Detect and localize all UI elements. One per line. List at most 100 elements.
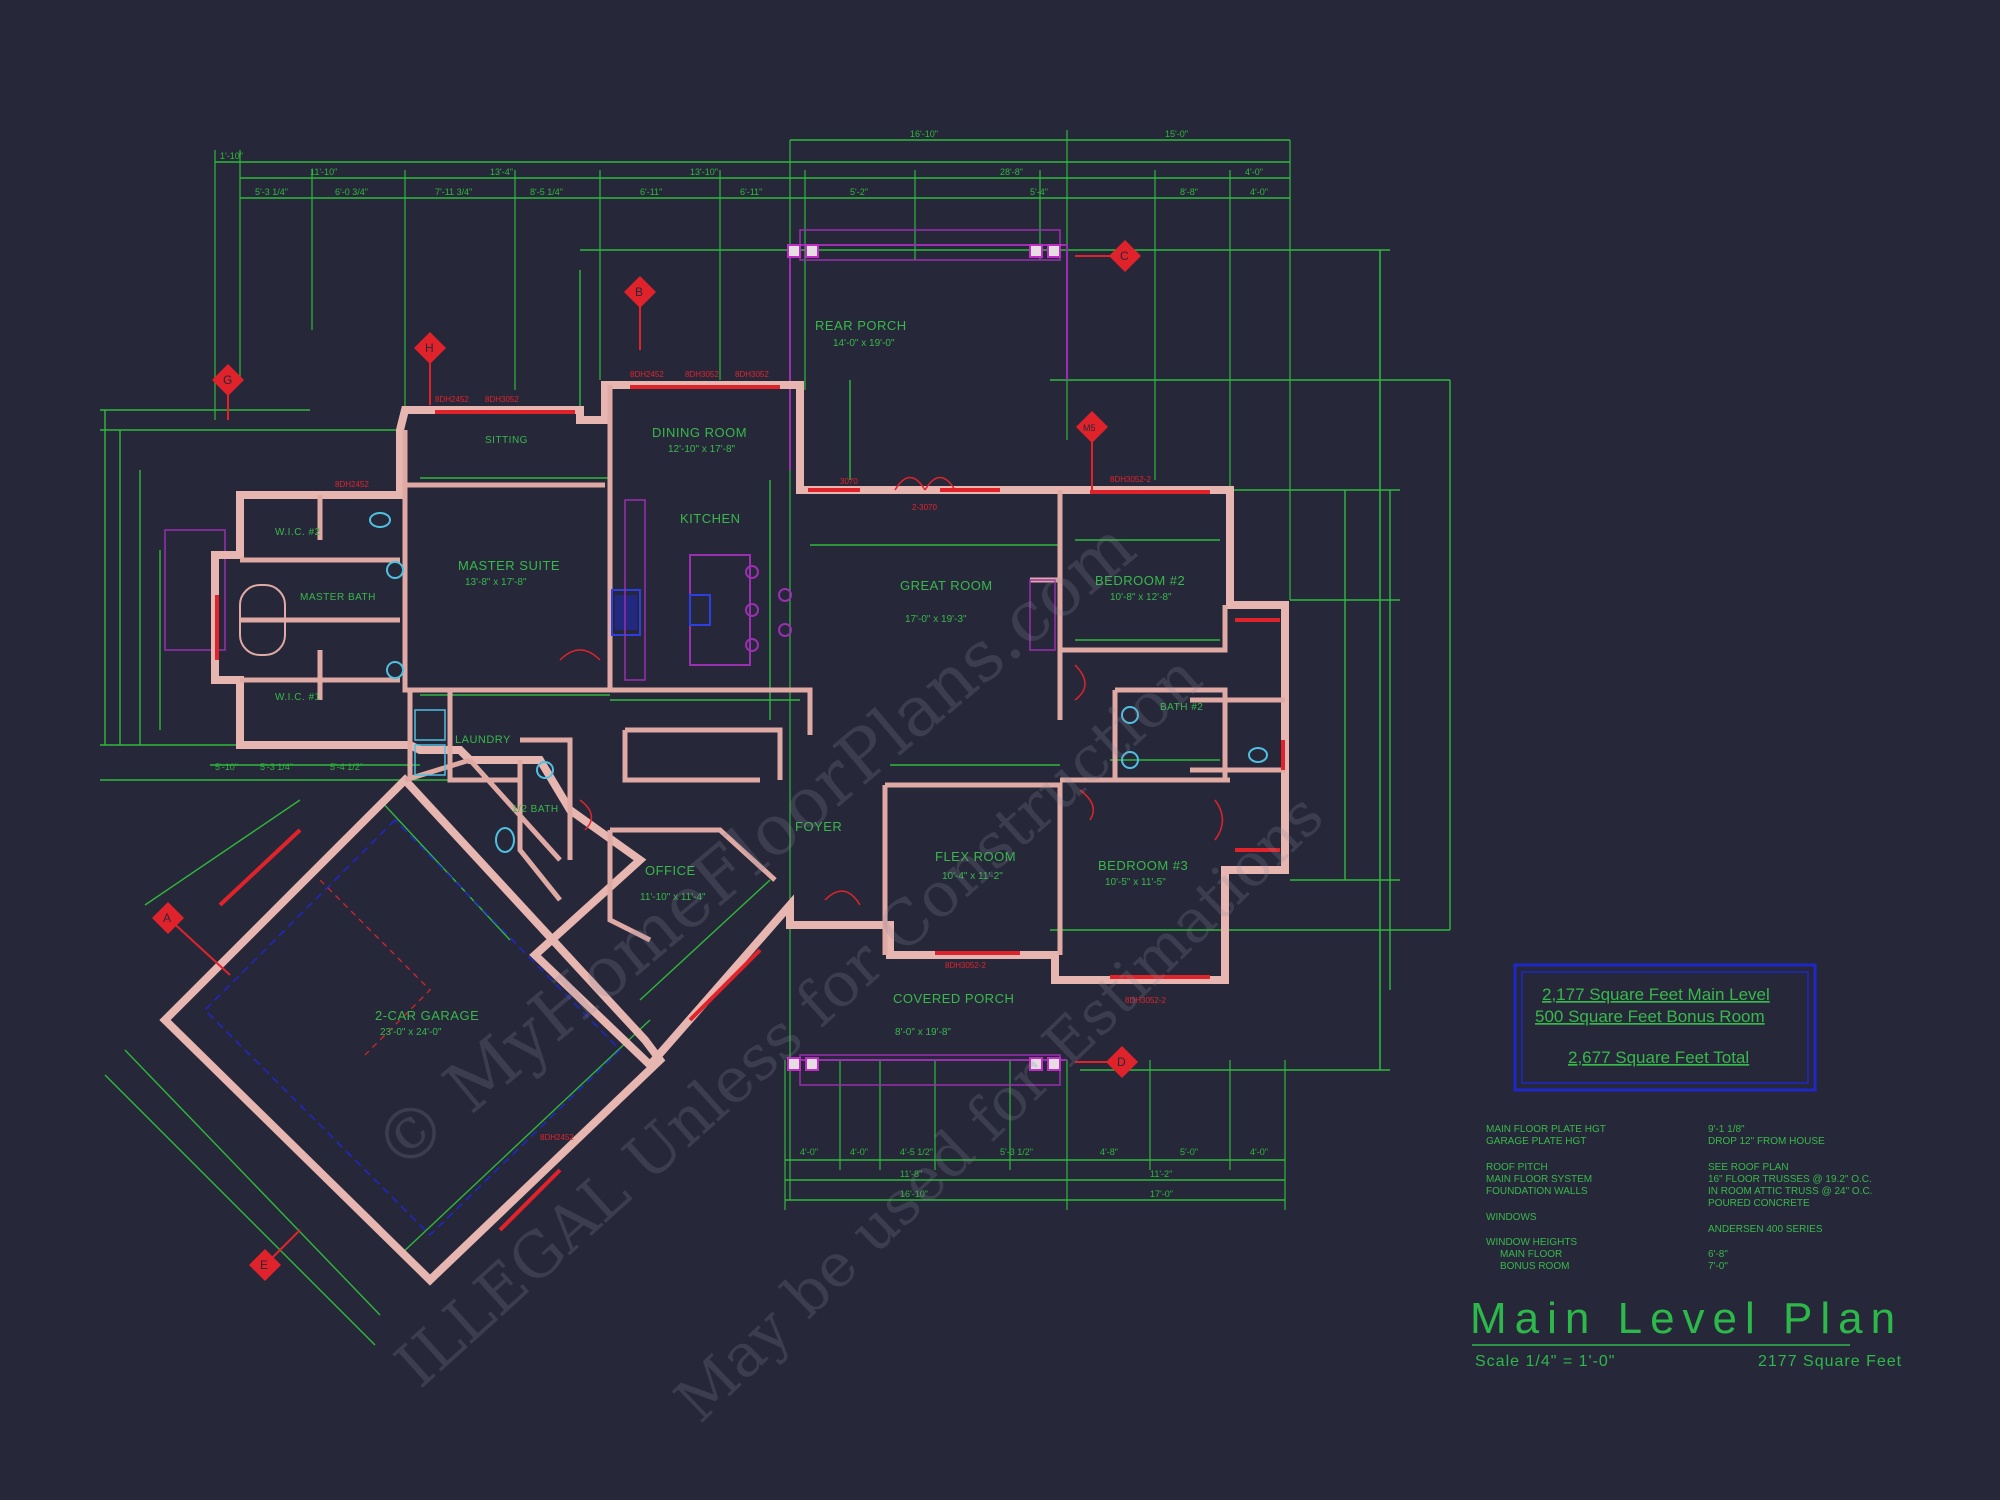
plan-title: Main Level Plan <box>1470 1294 1903 1343</box>
plan-area: 2177 Square Feet <box>1758 1353 1902 1370</box>
fixtures <box>239 476 1268 906</box>
svg-text:5'-4 1/2": 5'-4 1/2" <box>330 762 363 772</box>
room-garage: 2-CAR GARAGE <box>375 1008 479 1023</box>
plan-scale: Scale 1/4" = 1'-0" <box>1475 1353 1615 1370</box>
room-bedroom-3: BEDROOM #3 <box>1098 858 1188 873</box>
svg-text:9'-1 1/8": 9'-1 1/8" <box>1708 1124 1745 1135</box>
svg-text:15'-0": 15'-0" <box>1165 129 1188 139</box>
svg-text:MAIN FLOOR PLATE HGT: MAIN FLOOR PLATE HGT <box>1486 1124 1606 1135</box>
window-label: 8DH3052 <box>685 370 719 379</box>
svg-text:28'-8": 28'-8" <box>1000 167 1023 177</box>
svg-text:10'-4" x 11'-2": 10'-4" x 11'-2" <box>942 871 1003 882</box>
svg-text:8'-5 1/4": 8'-5 1/4" <box>530 187 563 197</box>
svg-text:13'-4": 13'-4" <box>490 167 513 177</box>
svg-text:8'-0" x 19'-8": 8'-0" x 19'-8" <box>895 1027 951 1038</box>
section-markers: A B C D E G H M5 <box>152 240 1141 1281</box>
room-office: OFFICE <box>645 863 696 878</box>
room-wic-2: W.I.C. #2 <box>275 527 321 538</box>
svg-text:5'-3 1/2": 5'-3 1/2" <box>1000 1147 1033 1157</box>
section-tag-g: G <box>212 364 244 420</box>
svg-text:23'-0" x 24'-0": 23'-0" x 24'-0" <box>380 1027 442 1038</box>
window-label: 8DH2452 <box>540 1133 574 1142</box>
svg-text:4'-8": 4'-8" <box>1100 1147 1118 1157</box>
room-rear-porch: REAR PORCH <box>815 318 907 333</box>
svg-text:10'-8" x 12'-8": 10'-8" x 12'-8" <box>1110 592 1172 603</box>
window-label: 8DH3052 <box>735 370 769 379</box>
section-tag-c: C <box>1075 240 1141 272</box>
svg-text:4'-0": 4'-0" <box>1250 1147 1268 1157</box>
svg-text:16'-10": 16'-10" <box>910 129 938 139</box>
svg-text:17'-0": 17'-0" <box>1150 1189 1173 1199</box>
room-master-bath: MASTER BATH <box>300 592 376 603</box>
section-tag-h: H <box>414 332 446 405</box>
section-tag-m5: M5 <box>1076 411 1108 490</box>
svg-text:D: D <box>1117 1055 1126 1069</box>
svg-text:GARAGE PLATE HGT: GARAGE PLATE HGT <box>1486 1136 1586 1147</box>
section-tag-a: A <box>152 902 231 976</box>
svg-text:4'-0": 4'-0" <box>850 1147 868 1157</box>
svg-text:11'-2": 11'-2" <box>1150 1169 1172 1179</box>
room-great-room: GREAT ROOM <box>900 578 993 593</box>
title-block: Main Level Plan Scale 1/4" = 1'-0" 2177 … <box>1470 1294 1903 1370</box>
svg-text:SEE ROOF PLAN: SEE ROOF PLAN <box>1708 1162 1789 1173</box>
svg-text:WINDOW HEIGHTS: WINDOW HEIGHTS <box>1486 1237 1577 1248</box>
svg-text:G: G <box>223 373 232 387</box>
window-label: 8DH3052 <box>485 395 519 404</box>
dimension-lines <box>100 130 1451 1346</box>
svg-text:13'-10": 13'-10" <box>690 167 718 177</box>
porch-outlines <box>164 229 1068 1086</box>
window-label: 8DH3052-2 <box>1125 996 1166 1005</box>
svg-text:5'-2": 5'-2" <box>850 187 868 197</box>
svg-text:POURED CONCRETE: POURED CONCRETE <box>1708 1198 1810 1209</box>
svg-text:E: E <box>260 1258 268 1272</box>
svg-text:5'-10": 5'-10" <box>215 762 238 772</box>
svg-text:12'-10" x 17'-8": 12'-10" x 17'-8" <box>668 444 736 455</box>
svg-text:6'-0 3/4": 6'-0 3/4" <box>335 187 368 197</box>
svg-text:17'-0" x 19'-3": 17'-0" x 19'-3" <box>905 614 967 625</box>
room-covered-porch: COVERED PORCH <box>893 991 1014 1006</box>
door-label: 2-3070 <box>912 503 937 512</box>
svg-text:5'-3 1/4": 5'-3 1/4" <box>255 187 288 197</box>
window-label: 8DH2452 <box>630 370 664 379</box>
svg-text:14'-0" x 19'-0": 14'-0" x 19'-0" <box>833 338 895 349</box>
svg-text:MAIN FLOOR: MAIN FLOOR <box>1500 1249 1562 1260</box>
room-laundry: LAUNDRY <box>455 734 511 746</box>
section-tag-e: E <box>249 1229 301 1281</box>
svg-text:4'-0": 4'-0" <box>1245 167 1263 177</box>
area-bonus-room: 500 Square Feet Bonus Room <box>1535 1007 1765 1026</box>
svg-text:5'-4": 5'-4" <box>1030 187 1048 197</box>
room-bedroom-2: BEDROOM #2 <box>1095 573 1185 588</box>
room-labels: REAR PORCH 14'-0" x 19'-0" DINING ROOM 1… <box>275 318 1203 1038</box>
svg-text:16'-10": 16'-10" <box>900 1189 928 1199</box>
svg-text:11'-10": 11'-10" <box>310 167 337 177</box>
svg-text:6'-11": 6'-11" <box>740 187 762 197</box>
svg-text:11'-8": 11'-8" <box>900 1169 922 1179</box>
svg-text:4'-5 1/2": 4'-5 1/2" <box>900 1147 933 1157</box>
room-foyer: FOYER <box>795 819 842 834</box>
svg-text:B: B <box>635 285 643 299</box>
svg-text:8'-8": 8'-8" <box>1180 187 1198 197</box>
svg-text:13'-8" x 17'-8": 13'-8" x 17'-8" <box>465 577 527 588</box>
svg-text:ROOF PITCH: ROOF PITCH <box>1486 1162 1548 1173</box>
area-total: 2,677 Square Feet Total <box>1568 1048 1749 1067</box>
room-kitchen: KITCHEN <box>680 511 741 526</box>
room-master-suite: MASTER SUITE <box>458 558 560 573</box>
svg-text:WINDOWS: WINDOWS <box>1486 1212 1537 1223</box>
room-flex: FLEX ROOM <box>935 849 1016 864</box>
svg-text:4'-0": 4'-0" <box>800 1147 818 1157</box>
section-tag-b: B <box>624 276 656 350</box>
door-label: 3070 <box>840 477 858 486</box>
svg-text:FOUNDATION WALLS: FOUNDATION WALLS <box>1486 1186 1588 1197</box>
window-label: 8DH3052-2 <box>945 961 986 970</box>
room-dining: DINING ROOM <box>652 425 747 440</box>
svg-text:A: A <box>163 911 171 925</box>
svg-text:7'-0": 7'-0" <box>1708 1261 1728 1272</box>
svg-text:5'-3 1/4": 5'-3 1/4" <box>260 762 293 772</box>
svg-text:6'-11": 6'-11" <box>640 187 662 197</box>
watermark: © MyHomeFloorPlans.com ILLEGAL Unless fo… <box>358 505 1337 1436</box>
svg-text:ANDERSEN 400 SERIES: ANDERSEN 400 SERIES <box>1708 1224 1823 1235</box>
svg-text:7'-11 3/4": 7'-11 3/4" <box>435 187 472 197</box>
area-summary-box: 2,177 Square Feet Main Level 500 Square … <box>1513 963 1817 1092</box>
svg-text:BONUS ROOM: BONUS ROOM <box>1500 1261 1569 1272</box>
